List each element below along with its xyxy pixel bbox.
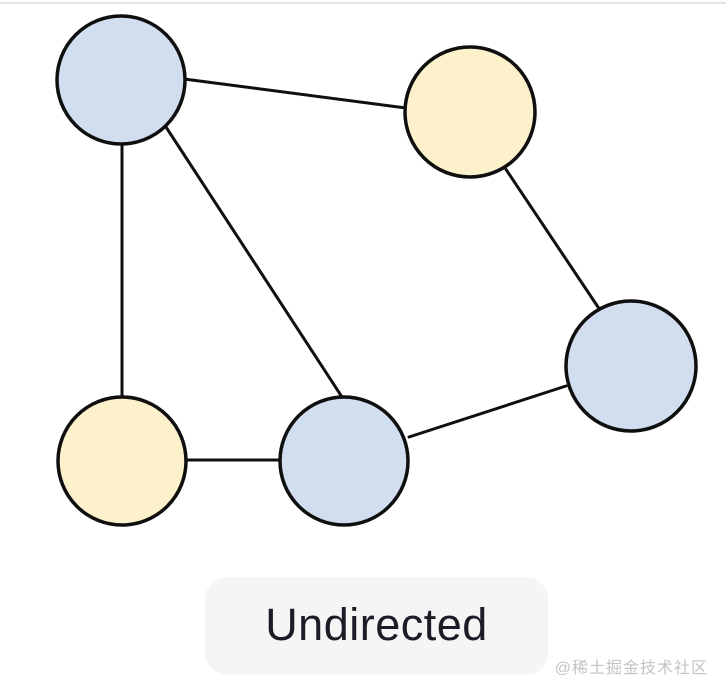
graph-type-label: Undirected xyxy=(205,577,548,675)
node-right xyxy=(564,299,698,433)
edge-top-left--bottom-center xyxy=(164,125,344,399)
edge-top-right--right xyxy=(503,166,602,312)
node-bottom-center xyxy=(278,395,410,527)
watermark-text: @稀土掘金技术社区 xyxy=(554,660,708,677)
node-top-right xyxy=(403,45,537,179)
top-divider-line xyxy=(0,2,726,4)
edge-top-left--top-right xyxy=(182,77,408,110)
graph-type-label-text: Undirected xyxy=(265,598,488,650)
edge-right--bottom-center xyxy=(407,384,568,439)
node-top-left xyxy=(55,14,187,146)
node-bottom-left xyxy=(56,395,188,527)
